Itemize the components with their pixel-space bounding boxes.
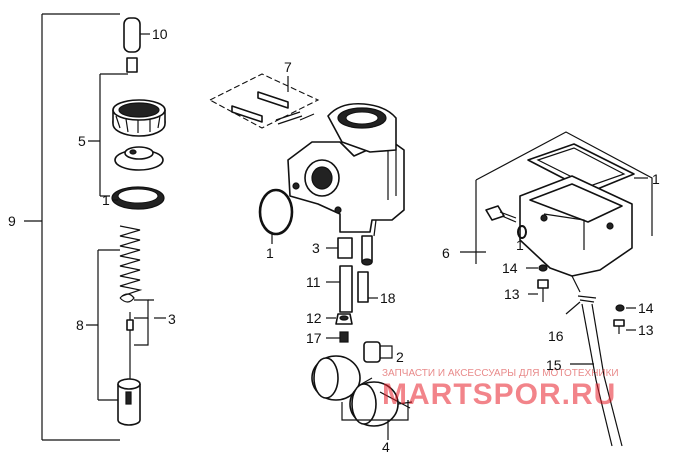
part-11-needle-jet [339,265,353,313]
carb-body-assembly [208,73,413,440]
callout-1-bowl-o-ring: 1 [516,237,524,253]
part-4-float [311,355,413,427]
watermark: ЗАПЧАСТИ И АКСЕССУАРЫ ДЛЯ МОТОТЕХНИКИ MA… [382,368,619,411]
callout-13-right: 13 [638,322,654,338]
callout-3-jet: 3 [312,240,320,256]
part-bowl-bolt [485,205,517,223]
callout-5: 5 [78,133,86,149]
callout-11: 11 [306,274,321,290]
adjuster-nut [126,57,138,73]
callout-14-right: 14 [638,300,654,316]
part-top-ring [112,99,166,137]
part-o-ring [258,188,294,236]
callout-1-bowl-gasket: 1 [652,171,660,187]
callout-6: 6 [442,245,450,261]
callout-16: 16 [548,328,564,344]
slide-assembly [24,13,166,441]
part-2-float-valve [363,341,393,363]
callout-10: 10 [152,26,168,42]
callout-8: 8 [76,317,84,333]
callout-12: 12 [306,310,322,326]
part-throttle-slide [117,378,141,426]
callout-1-gasket: 1 [102,192,110,208]
callout-labels: 10 5 1 9 8 3 7 1 3 11 18 12 17 2 4 1 6 1… [8,26,660,455]
part-spring [119,225,143,297]
part-12-main-jet [335,313,353,325]
part-gasket [111,186,165,210]
callout-2: 2 [396,349,404,365]
part-10-cap [123,17,150,53]
part-7-kit [231,91,315,125]
callout-17: 17 [306,330,322,346]
part-18-screw [357,271,369,303]
callout-9: 9 [8,213,16,229]
float-bowl [519,175,633,293]
watermark-brand: MARTSPOR.RU [382,378,616,411]
watermark-caption: ЗАПЧАСТИ И АКСЕССУАРЫ ДЛЯ МОТОТЕХНИКИ [382,368,619,379]
float-bowl-assembly [460,131,653,447]
part-cap-plate [114,146,164,171]
callout-18: 18 [380,290,396,306]
callout-14-left: 14 [502,260,518,276]
callout-15: 15 [546,357,562,373]
callout-7: 7 [284,59,292,75]
callout-4: 4 [382,439,390,455]
part-15-drain-hose [581,303,623,447]
callout-3-needle: 3 [168,311,176,327]
callout-13-left: 13 [504,286,520,302]
callout-1-o-ring: 1 [266,245,274,261]
carb-body [287,102,405,266]
